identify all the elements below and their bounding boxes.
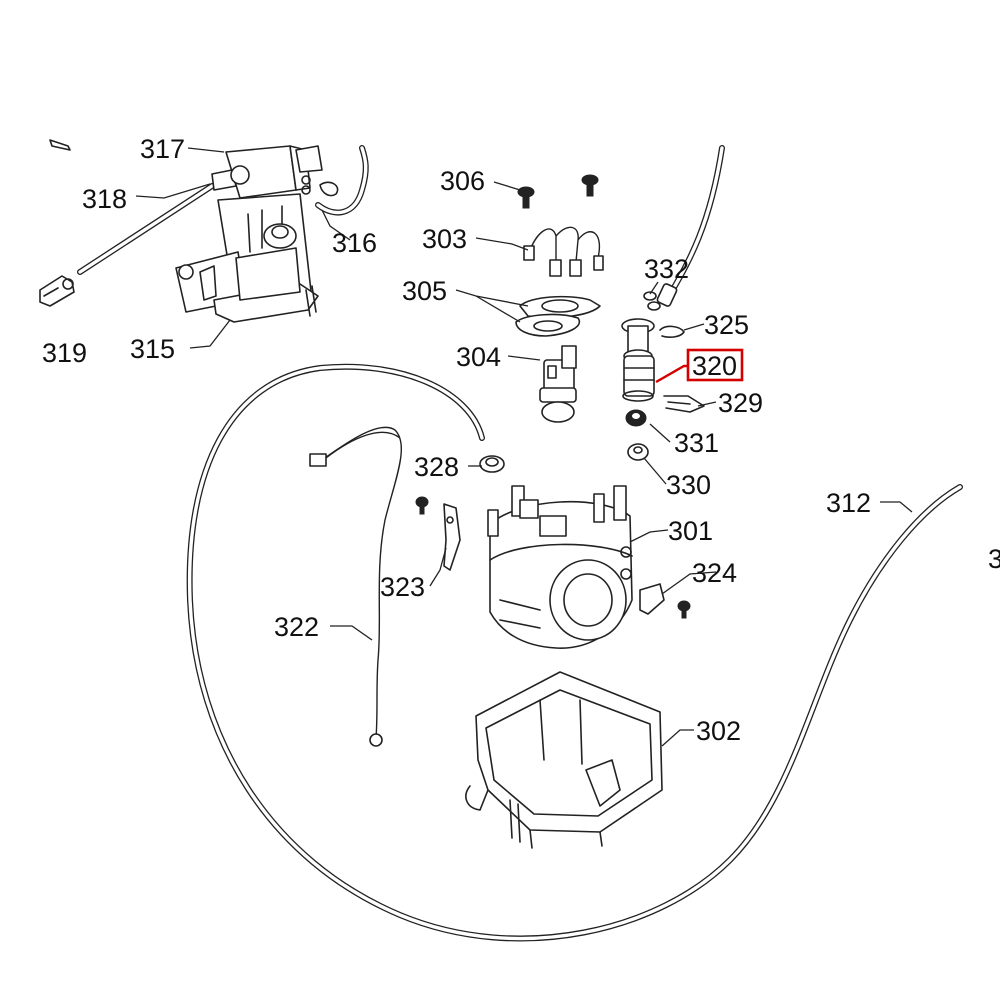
callout-312: 312: [826, 488, 871, 518]
part-319-connector: [39, 275, 75, 307]
part-316-hose: [315, 145, 369, 216]
part-317-pump: [49, 139, 339, 199]
callout-305: 305: [402, 276, 447, 306]
callout-labels: 317 318 316 319 315 306 303 305 304 332 …: [42, 134, 1000, 746]
callout-330: 330: [666, 470, 711, 500]
part-325-clip: [659, 325, 685, 338]
part-312-tube: [186, 363, 963, 942]
part-330-seal: [627, 443, 649, 461]
callout-329: 329: [718, 388, 763, 418]
highlight-box-320: [686, 348, 744, 382]
part-303-wires: [523, 226, 604, 277]
callout-edge-3: 3: [988, 544, 1000, 574]
callout-301: 301: [668, 516, 713, 546]
callout-320: 320: [692, 351, 737, 381]
callout-328: 328: [414, 452, 459, 482]
callout-319: 319: [42, 338, 87, 368]
part-328-clamp: [479, 455, 505, 473]
part-324-bracket: [639, 583, 691, 619]
part-305-gaskets: [515, 295, 601, 337]
callout-304: 304: [456, 342, 501, 372]
callout-302: 302: [696, 716, 741, 746]
part-306-screws: [517, 174, 599, 209]
part-331-nut: [625, 409, 647, 427]
callout-325: 325: [704, 310, 749, 340]
part-320-valve: [621, 318, 655, 402]
callout-331: 331: [674, 428, 719, 458]
part-323-bracket: [415, 496, 461, 571]
callout-315: 315: [130, 334, 175, 364]
part-upper-tube: [656, 145, 725, 307]
part-304-thermostat: [539, 345, 577, 423]
part-329-clip: [663, 395, 705, 413]
part-301-boiler: [487, 485, 633, 649]
callout-318: 318: [82, 184, 127, 214]
callout-306: 306: [440, 166, 485, 196]
part-322-sensor: [309, 426, 402, 747]
part-318-rod: [77, 183, 215, 275]
callout-324: 324: [692, 558, 737, 588]
callout-323: 323: [380, 572, 425, 602]
part-332-orings: [643, 291, 661, 311]
callout-317: 317: [140, 134, 185, 164]
callout-322: 322: [274, 612, 319, 642]
callout-332: 332: [644, 254, 689, 284]
part-302-base: [465, 671, 663, 849]
leader-lines: [135, 147, 913, 747]
callout-303: 303: [422, 224, 467, 254]
part-315-bracket: [175, 193, 319, 323]
highlight-leader-320: [655, 364, 688, 384]
callout-316: 316: [332, 228, 377, 258]
